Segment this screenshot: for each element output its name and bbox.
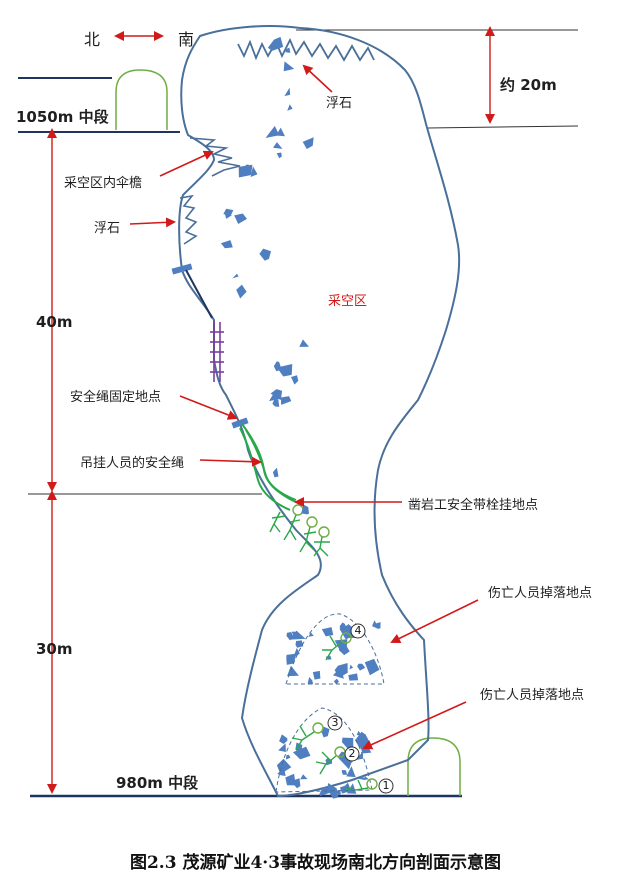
rock [356,730,363,736]
rock [312,670,321,680]
height-low-label: 30m [36,640,73,658]
rock [301,504,309,515]
umbrella-eave-label: 采空区内伞檐 [64,176,143,191]
rock [232,273,239,279]
rock [308,632,314,637]
rock [364,658,380,676]
rock [288,630,306,640]
rock [346,766,356,778]
rock [259,248,271,261]
rope-anchor-label: 安全绳固定地点 [70,390,162,405]
rock [333,678,339,685]
rock [287,665,299,677]
victim-number-1: 1 [382,779,390,792]
rock [376,622,381,629]
rock [291,778,301,789]
figure-caption: 图2.3 茂源矿业4·3事故现场南北方向剖面示意图 [129,853,502,873]
rock [273,361,282,372]
fall-point-upper-label: 伤亡人员掉落地点 [488,586,593,601]
height-top-label: 约 20m [500,76,557,94]
belt-point-label: 凿岩工安全带栓挂地点 [408,498,539,513]
rock [339,782,352,794]
rock [349,664,354,670]
floating-rock-left-label: 浮石 [94,221,121,236]
floating-rocks [220,36,381,799]
level-lower-label: 980m 中段 [116,774,199,792]
roof-jagged [237,37,375,62]
rock [285,754,291,760]
rope-anchor-block [231,417,249,429]
tunnel-upper [115,69,168,130]
victim-number-circles [327,623,394,794]
rock [281,396,292,405]
rock [269,391,280,402]
rock [339,622,346,630]
workers-upper [269,504,330,557]
rock [341,770,348,775]
rock [300,774,308,780]
rock [287,104,293,111]
level-upper-label: 1050m 中段 [16,108,109,126]
rock [276,152,282,159]
rock [234,213,247,224]
victim-number-4: 4 [354,624,362,637]
rock [267,36,284,51]
rock [220,240,233,249]
rock [283,61,295,72]
tunnel-lower [407,737,461,796]
left-wall-jagged [179,194,198,245]
rock [332,667,344,679]
rock [358,775,365,780]
ladder [210,322,224,382]
rock [292,746,311,760]
victims [291,632,378,791]
rock [250,166,258,177]
level-lines [18,29,579,798]
rock [265,125,280,138]
hanging-rope-label: 吊挂人员的安全绳 [80,456,185,471]
rock [278,743,286,752]
rock [286,653,297,665]
rock [284,87,291,97]
south-label: 南 [178,30,195,49]
rock [236,284,247,299]
pointer-arrows [129,64,479,750]
upper-rope [185,269,213,319]
rock [279,734,288,744]
goaf-label: 采空区 [328,294,368,309]
fall-point-lower-label: 伤亡人员掉落地点 [480,688,585,703]
dimension-arrows [47,26,495,794]
height-mid-label: 40m [36,313,73,331]
debris-pile-lower [275,707,373,793]
rock [302,137,314,149]
goaf-outline [178,25,461,798]
rock [238,164,253,178]
rock [277,768,286,776]
victim-number-3: 3 [331,716,339,729]
rock [299,339,309,347]
rock [272,399,280,407]
rock [285,47,291,53]
rock [224,212,232,219]
rock [295,640,304,648]
floating-rock-top-label: 浮石 [326,96,353,111]
rock [357,663,366,671]
debris-pile-upper [285,613,385,685]
rock [321,627,334,637]
rock [348,673,359,681]
north-label: 北 [84,30,101,49]
rock [362,776,369,780]
rock [272,467,279,478]
umbrella-eave-shape [189,137,241,177]
rock [273,142,283,149]
victim-number-2: 2 [348,747,356,760]
upper-anchor [171,263,193,275]
safety-ropes [239,423,301,511]
rock [307,677,314,685]
rock [291,375,299,385]
